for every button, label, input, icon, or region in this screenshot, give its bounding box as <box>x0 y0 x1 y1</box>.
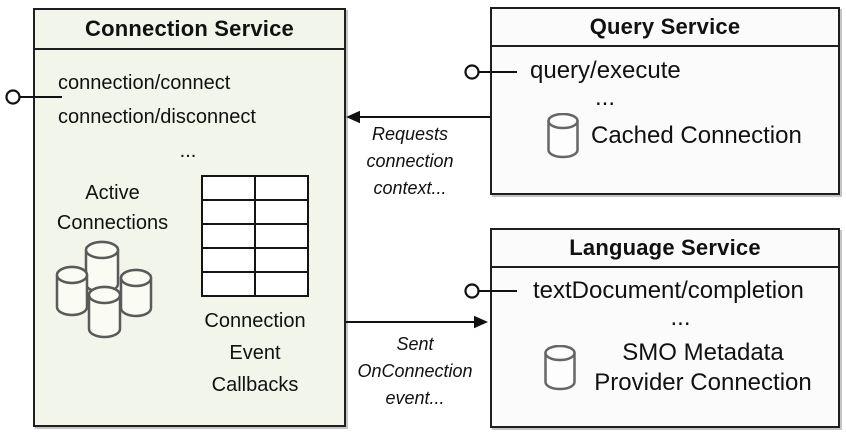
cached-connection-label: Cached Connection <box>591 122 802 149</box>
callback-table-cell <box>256 273 307 295</box>
database-cylinder-icon <box>544 345 576 391</box>
method-disconnect: connection/disconnect <box>58 106 256 128</box>
callback-table-cell <box>256 201 307 223</box>
callback-table <box>201 175 309 297</box>
connection-service-box: Connection Service connection/connect co… <box>33 8 346 427</box>
callback-table-cell <box>203 249 254 271</box>
connection-service-title: Connection Service <box>35 10 344 50</box>
smo-provider-row: SMO Metadata Provider Connection <box>544 338 818 398</box>
connection-service-methods: connection/connect connection/disconnect… <box>58 66 318 168</box>
active-connections-label: Active Connections <box>56 182 169 234</box>
callback-table-cell <box>256 225 307 247</box>
language-service-title: Language Service <box>492 230 838 268</box>
methods-ellipsis: ... <box>670 304 691 331</box>
query-service-box: Query Service query/execute ... Cached C… <box>490 7 840 195</box>
sent-onconnection-event-label: Sent OnConnection event... <box>357 334 473 408</box>
cached-connection-row: Cached Connection <box>547 113 802 159</box>
requests-connection-context-label: Requests connection context... <box>366 124 454 198</box>
methods-ellipsis: ... <box>179 140 197 162</box>
connection-event-callbacks-label: Connection Event Callbacks <box>204 310 306 396</box>
language-service-box: Language Service textDocument/completion… <box>490 228 840 428</box>
callback-table-cell <box>203 201 254 223</box>
callback-table-cell <box>256 249 307 271</box>
callback-table-cell <box>256 177 307 199</box>
method-textdocument-completion: textDocument/completion <box>533 277 804 304</box>
database-cylinder-icon <box>87 285 122 339</box>
methods-ellipsis: ... <box>594 84 615 111</box>
onconnection-event-arrow <box>346 315 488 329</box>
query-service-title: Query Service <box>492 9 838 47</box>
callback-table-cell <box>203 225 254 247</box>
language-service-methods: textDocument/completion ... <box>533 277 828 331</box>
callback-table-cell <box>203 177 254 199</box>
database-cylinder-icon <box>547 113 579 159</box>
active-connections-cylinders-icon <box>55 240 153 339</box>
database-cylinder-icon <box>55 265 89 317</box>
database-cylinder-icon <box>84 240 120 294</box>
smo-metadata-provider-label: SMO Metadata Provider Connection <box>594 339 812 396</box>
query-service-methods: query/execute ... <box>530 57 681 111</box>
database-cylinder-icon <box>119 268 153 318</box>
method-query-execute: query/execute <box>530 57 681 84</box>
callback-table-cell <box>203 273 254 295</box>
method-connect: connection/connect <box>58 72 231 94</box>
